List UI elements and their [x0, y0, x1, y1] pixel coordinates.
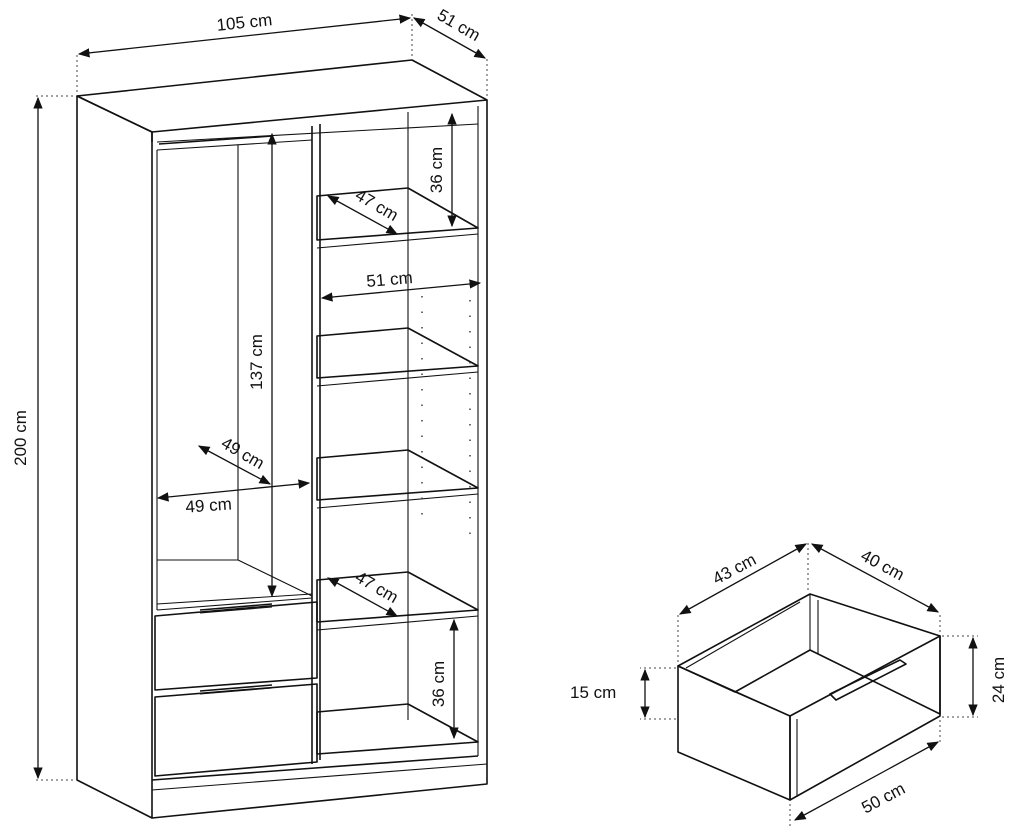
- wardrobe-dimensions: 105 cm 51 cm 200 cm 36 cm 47 cm 51 cm 13…: [11, 5, 488, 781]
- drawer-dimensions: 43 cm 40 cm 15 cm 24 cm 50 cm: [570, 540, 1008, 826]
- wardrobe-drawers: [154, 601, 318, 777]
- drawer-handle-lower: [199, 684, 273, 692]
- depth-label: 51 cm: [434, 5, 484, 45]
- top-shelf-height-label: 36 cm: [427, 147, 446, 193]
- drawer-front-upper: [154, 601, 318, 691]
- drawer-inner-height-label: 15 cm: [570, 683, 616, 702]
- drawer-back-wall: [677, 593, 941, 715]
- hanging-depth-label: 49 cm: [218, 433, 268, 473]
- drawer-handle: [829, 659, 907, 701]
- width-label: 105 cm: [216, 10, 273, 35]
- wardrobe-left-side-panel: [76, 95, 153, 819]
- drawer-front-panel: [789, 635, 941, 801]
- bottom-shelf-height-label: 36 cm: [429, 661, 448, 707]
- drawer-detail-drawing: [677, 593, 941, 801]
- hanging-width-label: 49 cm: [185, 494, 233, 516]
- drawer-height-label: 24 cm: [989, 657, 1008, 703]
- drawer-depth-label: 43 cm: [710, 550, 760, 589]
- wardrobe-drawing: [76, 59, 488, 819]
- drawer-left-side: [677, 665, 791, 801]
- drawer-width-label: 50 cm: [859, 779, 909, 818]
- shelf-3: [316, 449, 479, 501]
- wardrobe-right-side: [151, 100, 488, 819]
- shelf-1: [316, 187, 479, 241]
- drawer-inner-width-label: 40 cm: [858, 546, 908, 585]
- shelf-2: [316, 327, 479, 379]
- height-label: 200 cm: [11, 410, 30, 466]
- drawer-handle-upper: [199, 603, 273, 611]
- hanging-rail: [158, 135, 273, 145]
- drawer-front-lower: [154, 683, 318, 777]
- wardrobe-top-panel: [76, 59, 488, 133]
- hanging-height-label: 137 cm: [247, 334, 266, 390]
- inner-width-label: 51 cm: [366, 268, 414, 291]
